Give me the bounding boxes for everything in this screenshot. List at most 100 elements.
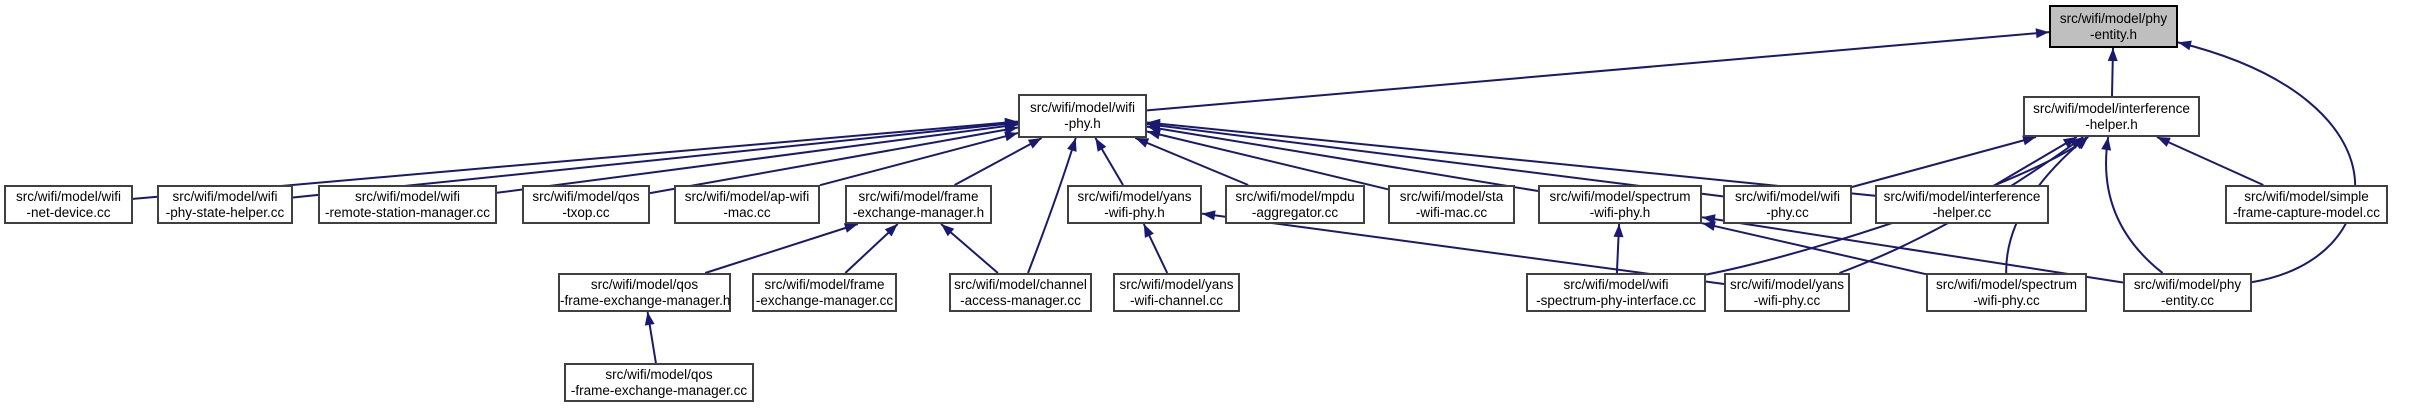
node-label-line: src/wifi/model/frame xyxy=(764,276,885,292)
node-label-line: src/wifi/model/mpdu xyxy=(1235,188,1355,204)
node-wifi-net-device-cc[interactable]: src/wifi/model/wifi-net-device.cc xyxy=(4,185,133,224)
include-edge-channel_access_manager_cc-to-wifi_phy_h xyxy=(1027,137,1077,274)
node-label-line: src/wifi/model/interference xyxy=(1883,188,2041,204)
include-edge-simple_frame_capture_model_cc-to-interference_helper_h xyxy=(2156,136,2264,186)
node-sta-wifi-mac-cc[interactable]: src/wifi/model/sta-wifi-mac.cc xyxy=(1388,185,1515,224)
node-label-line: -entity.h xyxy=(2089,26,2138,42)
node-wifi-phy-h[interactable]: src/wifi/model/wifi-phy.h xyxy=(1018,94,1147,138)
node-label-line: -mac.cc xyxy=(723,204,771,220)
include-edge-wifi_phy_h-to-phy_entity_h xyxy=(1146,31,2050,112)
node-label-line: -wifi-mac.cc xyxy=(1415,204,1488,220)
node-label-line: src/wifi/model/spectrum xyxy=(1935,276,2078,292)
node-wifi-spectrum-phy-interface-cc[interactable]: src/wifi/model/wifi-spectrum-phy-interfa… xyxy=(1526,273,1706,312)
node-ap-wifi-mac-cc[interactable]: src/wifi/model/ap-wifi-mac.cc xyxy=(674,185,820,224)
node-label-line: src/wifi/model/interference xyxy=(2033,100,2190,116)
node-label-line: -entity.cc xyxy=(2160,292,2214,308)
arrowhead-phy_entity_cc-to-interference_helper_h xyxy=(2101,137,2112,151)
node-spectrum-wifi-phy-cc[interactable]: src/wifi/model/spectrum-wifi-phy.cc xyxy=(1926,273,2087,312)
arrowhead-qos_frame_exchange_manager_cc-to-qos_frame_exchange_manager_h xyxy=(644,312,655,326)
node-label-line: src/wifi/model/yans xyxy=(1119,276,1234,292)
node-label-line: src/wifi/model/sta xyxy=(1399,188,1504,204)
include-edge-wifi_remote_station_manager_cc-to-wifi_phy_h xyxy=(496,123,1019,194)
node-label-line: -remote-station-manager.cc xyxy=(324,204,491,220)
node-label-line: -txop.cc xyxy=(562,204,610,220)
arrowhead-phy_entity_cc-to-phy_entity_h xyxy=(2178,40,2192,51)
node-label-line: src/wifi/model/qos xyxy=(605,366,713,382)
node-label-line: src/wifi/model/phy xyxy=(2059,10,2168,26)
node-yans-wifi-phy-h[interactable]: src/wifi/model/yans-wifi-phy.h xyxy=(1067,185,1202,224)
arrowhead-simple_frame_capture_model_cc-to-interference_helper_h xyxy=(2156,137,2171,147)
node-label-line: -frame-exchange-manager.h xyxy=(560,292,731,308)
include-edge-qos_frame_exchange_manager_h-to-frame_exchange_manager_h xyxy=(704,223,859,274)
arrowhead-mpdu_aggregator_cc-to-wifi_phy_h xyxy=(1135,138,1150,148)
node-label-line: -aggregator.cc xyxy=(1251,204,1339,220)
node-label-line: src/wifi/model/phy xyxy=(2133,276,2242,292)
include-edge-interference_helper_cc-to-wifi_phy_h xyxy=(1146,121,1876,197)
include-edge-ap_wifi_mac_cc-to-wifi_phy_h xyxy=(819,132,1019,187)
arrowhead-channel_access_manager_cc-to-frame_exchange_manager_h xyxy=(941,224,955,237)
node-label-line: src/wifi/model/wifi xyxy=(172,188,278,204)
arrowhead-channel_access_manager_cc-to-wifi_phy_h xyxy=(1067,138,1077,152)
node-label-line: src/wifi/model/qos xyxy=(590,276,699,292)
node-label-line: src/wifi/model/frame xyxy=(858,188,979,204)
arrowhead-frame_exchange_manager_h-to-wifi_phy_h xyxy=(1027,138,1042,149)
node-qos-frame-exchange-manager-h[interactable]: src/wifi/model/qos-frame-exchange-manage… xyxy=(558,273,731,312)
include-edge-interference_helper_cc-to-interference_helper_h xyxy=(1994,136,2078,186)
node-label-line: -access-manager.cc xyxy=(960,292,1081,308)
node-label-line: -phy-state-helper.cc xyxy=(165,204,285,220)
arrowhead-yans_wifi_phy_h-to-wifi_phy_h xyxy=(1095,138,1107,152)
node-interference-helper-cc[interactable]: src/wifi/model/interference-helper.cc xyxy=(1875,185,2049,224)
node-frame-exchange-manager-h[interactable]: src/wifi/model/frame-exchange-manager.h xyxy=(845,185,992,224)
node-qos-txop-cc[interactable]: src/wifi/model/qos-txop.cc xyxy=(522,185,650,224)
arrowhead-phy_entity_cc-to-spectrum_wifi_phy_h xyxy=(1702,214,1716,225)
include-edge-yans_wifi_phy_cc-to-yans_wifi_phy_h xyxy=(1201,212,1725,285)
include-edge-phy_entity_cc-to-interference_helper_h xyxy=(2105,136,2164,274)
node-label-line: src/wifi/model/wifi xyxy=(354,188,460,204)
node-yans-wifi-channel-cc[interactable]: src/wifi/model/yans-wifi-channel.cc xyxy=(1113,273,1240,312)
node-label-line: -helper.cc xyxy=(1932,204,1992,220)
include-edge-qos_txop_cc-to-wifi_phy_h xyxy=(649,126,1019,195)
node-channel-access-manager-cc[interactable]: src/wifi/model/channel-access-manager.cc xyxy=(949,273,1092,312)
node-yans-wifi-phy-cc[interactable]: src/wifi/model/yans-wifi-phy.cc xyxy=(1724,273,1850,312)
node-label-line: -frame-capture-model.cc xyxy=(2232,204,2381,220)
arrowhead-yans_wifi_phy_cc-to-yans_wifi_phy_h xyxy=(1202,210,1216,221)
node-label-line: -net-device.cc xyxy=(26,204,111,220)
node-label-line: -phy.cc xyxy=(1766,204,1809,220)
include-edge-sta_wifi_mac_cc-to-wifi_phy_h xyxy=(1146,130,1389,191)
arrowhead-qos_frame_exchange_manager_h-to-frame_exchange_manager_h xyxy=(843,223,858,233)
node-wifi-remote-station-manager-cc[interactable]: src/wifi/model/wifi-remote-station-manag… xyxy=(318,185,497,224)
node-label-line: src/wifi/model/qos xyxy=(532,188,640,204)
node-label-line: src/wifi/model/channel xyxy=(954,276,1087,292)
arrowhead-frame_exchange_manager_cc-to-frame_exchange_manager_h xyxy=(884,224,898,237)
node-label-line: -wifi-channel.cc xyxy=(1129,292,1224,308)
node-label-line: src/wifi/model/wifi xyxy=(15,188,121,204)
node-label-line: -frame-exchange-manager.cc xyxy=(570,382,748,398)
node-phy-entity-h: src/wifi/model/phy-entity.h xyxy=(2049,5,2178,48)
arrowhead-interference_helper_h-to-phy_entity_h xyxy=(2107,48,2118,62)
node-qos-frame-exchange-manager-cc[interactable]: src/wifi/model/qos-frame-exchange-manage… xyxy=(564,363,754,402)
node-label-line: src/wifi/model/wifi xyxy=(1734,188,1840,204)
include-edge-spectrum_wifi_phy_h-to-wifi_phy_h xyxy=(1146,125,1539,192)
node-label-line: src/wifi/model/ap-wifi xyxy=(684,188,810,204)
node-phy-entity-cc[interactable]: src/wifi/model/phy-entity.cc xyxy=(2123,273,2252,312)
node-frame-exchange-manager-cc[interactable]: src/wifi/model/frame-exchange-manager.cc xyxy=(752,273,897,312)
node-label-line: src/wifi/model/spectrum xyxy=(1549,188,1691,204)
node-label-line: src/wifi/model/wifi xyxy=(1563,276,1669,292)
include-edge-frame_exchange_manager_h-to-wifi_phy_h xyxy=(954,137,1043,186)
arrowhead-wifi_phy_cc-to-interference_helper_h xyxy=(2022,135,2036,146)
node-simple-frame-capture-model-cc[interactable]: src/wifi/model/simple-frame-capture-mode… xyxy=(2225,185,2388,224)
node-label-line: -exchange-manager.h xyxy=(852,204,985,220)
arrowhead-spectrum_wifi_phy_cc-to-spectrum_wifi_phy_h xyxy=(1702,221,1716,231)
arrowhead-interference_helper_cc-to-wifi_phy_h xyxy=(1147,118,1161,129)
node-label-line: src/wifi/model/yans xyxy=(1729,276,1845,292)
node-label-line: -wifi-phy.cc xyxy=(1753,292,1821,308)
node-interference-helper-h[interactable]: src/wifi/model/interference-helper.h xyxy=(2023,96,2200,137)
node-wifi-phy-state-helper-cc[interactable]: src/wifi/model/wifi-phy-state-helper.cc xyxy=(157,185,293,224)
node-wifi-phy-cc[interactable]: src/wifi/model/wifi-phy.cc xyxy=(1723,185,1852,224)
node-label-line: -helper.h xyxy=(2085,116,2138,132)
node-mpdu-aggregator-cc[interactable]: src/wifi/model/mpdu-aggregator.cc xyxy=(1225,185,1365,224)
arrowhead-wifi_spectrum_phy_interface_cc-to-interference_helper_h xyxy=(2075,137,2089,150)
node-spectrum-wifi-phy-h[interactable]: src/wifi/model/spectrum-wifi-phy.h xyxy=(1538,185,1702,224)
node-label-line: src/wifi/model/wifi xyxy=(1029,100,1135,115)
